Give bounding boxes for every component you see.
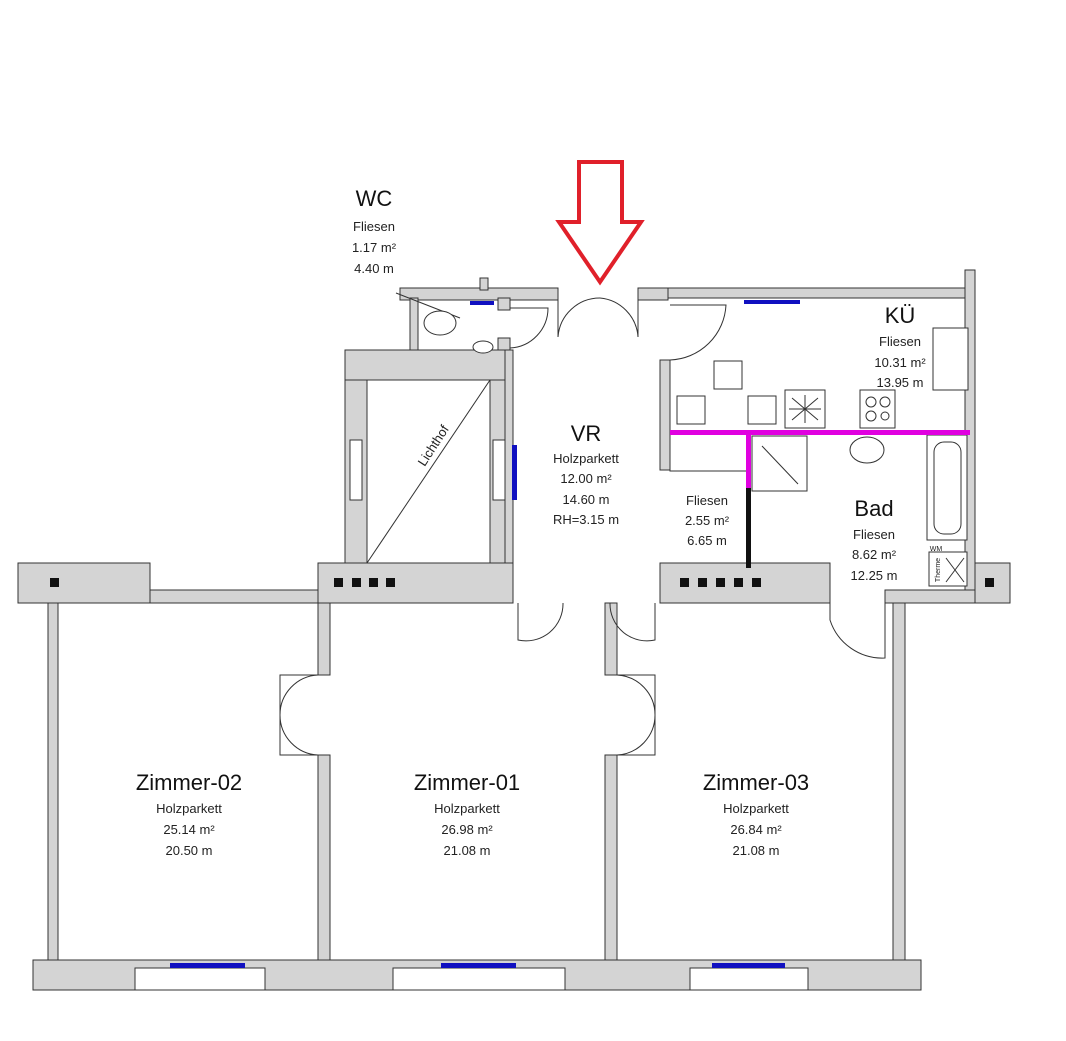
partition-wall	[746, 488, 751, 568]
svg-text:20.50 m: 20.50 m	[166, 843, 213, 858]
svg-text:Bad: Bad	[854, 496, 893, 521]
room-label-zimmer-02: Zimmer-02 Holzparkett 25.14 m² 20.50 m	[136, 770, 242, 858]
svg-text:Holzparkett: Holzparkett	[553, 451, 619, 466]
entrance-arrow-icon	[555, 160, 645, 286]
room-label-vr: VR Holzparkett 12.00 m² 14.60 m RH=3.15 …	[553, 421, 619, 527]
svg-text:21.08 m: 21.08 m	[444, 843, 491, 858]
svg-text:21.08 m: 21.08 m	[733, 843, 780, 858]
svg-text:12.00 m²: 12.00 m²	[560, 471, 612, 486]
kitchen-fixtures	[669, 327, 969, 472]
svg-text:Holzparkett: Holzparkett	[156, 801, 222, 816]
partition-wall	[670, 430, 970, 435]
boiler-label: Therme	[935, 558, 942, 582]
radiators	[170, 300, 800, 968]
svg-text:1.17 m²: 1.17 m²	[352, 240, 397, 255]
svg-text:Holzparkett: Holzparkett	[723, 801, 789, 816]
svg-text:VR: VR	[571, 421, 602, 446]
svg-text:13.95 m: 13.95 m	[877, 375, 924, 390]
svg-text:14.60 m: 14.60 m	[563, 492, 610, 507]
svg-text:26.98 m²: 26.98 m²	[441, 822, 493, 837]
room-label-zimmer-03: Zimmer-03 Holzparkett 26.84 m² 21.08 m	[703, 770, 809, 858]
room-label-bathroom: Bad Fliesen 8.62 m² 12.25 m	[851, 496, 898, 583]
svg-text:Holzparkett: Holzparkett	[434, 801, 500, 816]
svg-text:8.62 m²: 8.62 m²	[852, 547, 897, 562]
room-label-wc: WC Fliesen 1.17 m² 4.40 m	[352, 186, 397, 276]
svg-text:26.84 m²: 26.84 m²	[730, 822, 782, 837]
svg-text:Zimmer-01: Zimmer-01	[414, 770, 520, 795]
partition-wall	[746, 433, 751, 490]
bathroom-fixtures: WM Therme	[423, 310, 968, 587]
svg-text:6.65 m: 6.65 m	[687, 533, 727, 548]
room-label-zimmer-01: Zimmer-01 Holzparkett 26.98 m² 21.08 m	[414, 770, 520, 858]
room-label-kitchen: KÜ Fliesen 10.31 m² 13.95 m	[874, 303, 926, 390]
washing-machine-label: WM	[930, 546, 943, 553]
svg-text:Zimmer-02: Zimmer-02	[136, 770, 242, 795]
svg-text:10.31 m²: 10.31 m²	[874, 355, 926, 370]
svg-text:12.25 m: 12.25 m	[851, 568, 898, 583]
room-label-hallway: Fliesen 2.55 m² 6.65 m	[685, 493, 730, 548]
svg-text:Fliesen: Fliesen	[879, 334, 921, 349]
svg-text:Fliesen: Fliesen	[853, 527, 895, 542]
svg-text:WC: WC	[356, 186, 393, 211]
svg-text:RH=3.15 m: RH=3.15 m	[553, 512, 619, 527]
doors	[279, 292, 886, 756]
walls	[17, 269, 1011, 991]
svg-text:4.40 m: 4.40 m	[354, 261, 394, 276]
svg-text:Fliesen: Fliesen	[686, 493, 728, 508]
svg-text:25.14 m²: 25.14 m²	[163, 822, 215, 837]
svg-text:Fliesen: Fliesen	[353, 219, 395, 234]
svg-text:KÜ: KÜ	[885, 303, 916, 328]
svg-text:Zimmer-03: Zimmer-03	[703, 770, 809, 795]
chimney-flues	[50, 578, 994, 587]
svg-text:2.55 m²: 2.55 m²	[685, 513, 730, 528]
